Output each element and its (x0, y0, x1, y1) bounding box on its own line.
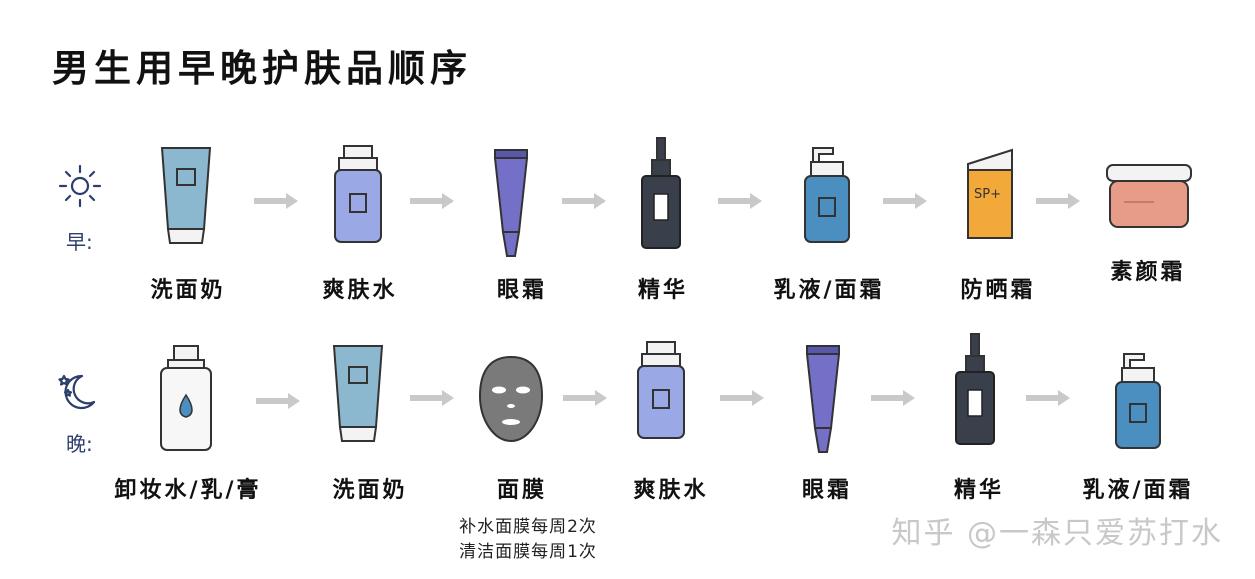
morning-step-tone-up-cream (1074, 162, 1224, 232)
morning-label-3: 眼霜 (496, 278, 547, 303)
morning-step-sunscreen: SP+ (915, 146, 1065, 242)
lotion-pump-icon (804, 147, 850, 243)
morning-label-4: 精华 (637, 278, 688, 303)
watermark: 知乎 @一森只爱苏打水 (891, 516, 1223, 551)
serum-bottle-icon (641, 137, 681, 249)
evening-step-toner (586, 338, 736, 442)
evening-step-makeup-remover (111, 343, 261, 453)
evening-label-4: 爽肤水 (633, 478, 709, 503)
evening-step-eye-cream (748, 344, 898, 460)
page-title: 男生用早晚护肤品顺序 (52, 47, 472, 90)
evening-label-1: 卸妆水/乳/膏 (114, 478, 262, 503)
toner-bottle-icon (334, 145, 382, 243)
arrow-right-icon (883, 193, 927, 209)
morning-label-6: 防晒霜 (960, 278, 1036, 303)
toner-bottle-icon (637, 341, 685, 439)
cleanser-tube-icon (332, 345, 384, 442)
evening-step-lotion (1063, 348, 1213, 452)
morning-label-1: 洗面奶 (150, 278, 226, 303)
arrow-right-icon (720, 390, 764, 406)
evening-label-2: 洗面奶 (332, 478, 408, 503)
eye-cream-tube-icon (493, 149, 529, 257)
morning-label-5: 乳液/面霜 (773, 278, 885, 303)
sunscreen-tube-icon: SP+ (967, 148, 1013, 239)
eye-cream-tube-icon (805, 345, 841, 453)
evening-step-cleanser (283, 343, 433, 443)
arrow-right-icon (410, 390, 454, 406)
cream-jar-icon (1106, 164, 1192, 228)
morning-step-cleanser (111, 145, 261, 245)
evening-label-6: 精华 (953, 478, 1004, 503)
arrow-right-icon (1026, 390, 1070, 406)
sunscreen-text: SP+ (974, 187, 1001, 202)
morning-step-lotion (752, 142, 902, 246)
water-drop-icon (179, 393, 193, 418)
morning-label-2: 爽肤水 (322, 278, 398, 303)
arrow-right-icon (871, 390, 915, 406)
arrow-right-icon (256, 393, 300, 409)
arrow-right-icon (254, 193, 298, 209)
arrow-right-icon (718, 193, 762, 209)
lotion-pump-icon (1115, 353, 1161, 449)
serum-bottle-icon (955, 333, 995, 445)
moon-stars-icon (58, 374, 96, 410)
morning-step-eye-cream (436, 148, 586, 264)
mask-note-hydrating: 补水面膜每周2次 (459, 517, 597, 537)
morning-step-serum (586, 136, 736, 252)
sun-icon (58, 164, 102, 208)
evening-label-7: 乳液/面霜 (1082, 478, 1194, 503)
evening-label-5: 眼霜 (801, 478, 852, 503)
arrow-right-icon (1036, 193, 1080, 209)
evening-step-mask (436, 354, 586, 444)
mask-note-cleansing: 清洁面膜每周1次 (459, 542, 597, 562)
morning-label: 早: (66, 230, 93, 254)
evening-step-serum (900, 332, 1050, 448)
arrow-right-icon (562, 193, 606, 209)
arrow-right-icon (563, 390, 607, 406)
makeup-remover-bottle-icon (160, 345, 212, 451)
evening-label-3: 面膜 (496, 478, 547, 503)
morning-label-7: 素颜霜 (1110, 260, 1186, 285)
arrow-right-icon (410, 193, 454, 209)
face-mask-icon (478, 355, 544, 443)
morning-step-toner (283, 142, 433, 246)
evening-label: 晚: (66, 432, 93, 456)
cleanser-tube-icon (160, 147, 212, 244)
